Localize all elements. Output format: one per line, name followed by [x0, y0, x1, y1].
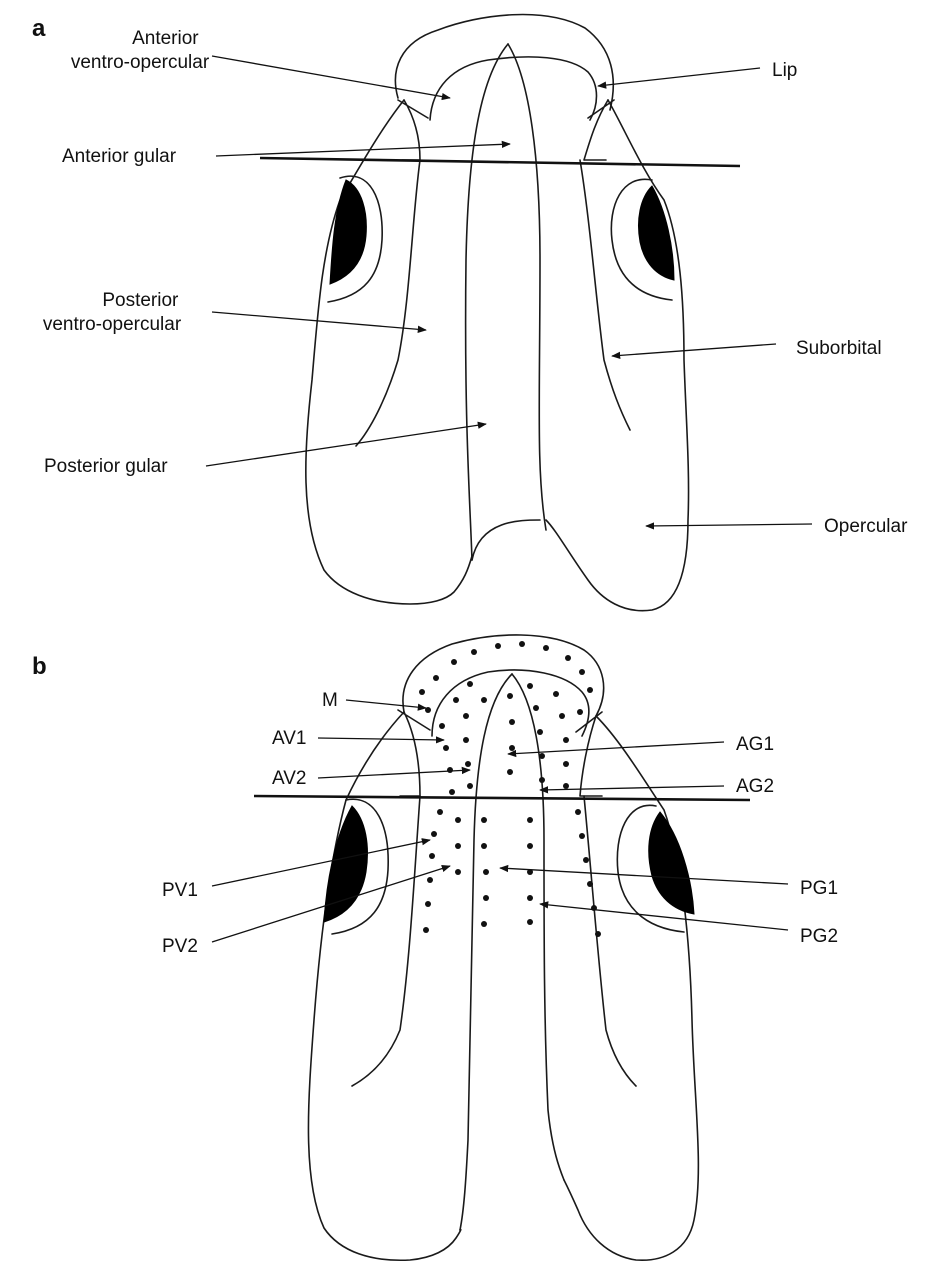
label-posterior-gular: Posterior gular — [44, 456, 168, 477]
inner-arch-outline — [430, 57, 597, 120]
gular-left-margin — [466, 44, 508, 560]
right-eye — [639, 186, 675, 280]
right-eye-b — [649, 812, 694, 914]
label-pv2: PV2 — [162, 936, 198, 957]
label-pg2: PG2 — [800, 926, 838, 947]
gular-right-margin — [508, 44, 546, 530]
head-left-outline-b — [308, 712, 460, 1260]
panel-a-letter: a — [32, 15, 46, 42]
leader-pg1 — [500, 868, 788, 884]
right-lateral-seam-b — [584, 796, 636, 1086]
lip-outline — [395, 15, 613, 110]
right-lip-bone-b — [576, 712, 602, 796]
label-pg1: PG1 — [800, 878, 838, 899]
leader-posterior-gular — [206, 424, 486, 466]
label-ag2: AG2 — [736, 776, 774, 797]
pores-pv — [423, 817, 461, 933]
gular-right-margin-b — [512, 674, 564, 1180]
label-m: M — [322, 690, 338, 711]
leader-lip — [598, 68, 760, 86]
left-lip-bone — [398, 100, 428, 160]
pores-m — [419, 641, 593, 715]
label-anterior-ventro-opercular: Anterior ventro-opercular — [71, 28, 210, 73]
leader-ag1 — [508, 742, 724, 754]
leader-m — [346, 700, 426, 708]
panel-a: a Anterior ventro-opercular — [32, 15, 908, 611]
label-ag1: AG1 — [736, 734, 774, 755]
label-pv1: PV1 — [162, 880, 198, 901]
leader-pv1 — [212, 840, 430, 886]
right-lateral-seam — [580, 160, 630, 430]
leader-anterior-ventro-opercular — [212, 56, 450, 98]
left-lateral-seam — [356, 160, 420, 446]
leader-pg2 — [540, 904, 788, 930]
panel-b: b — [32, 635, 838, 1260]
section-line-a — [260, 158, 740, 166]
leader-anterior-gular — [216, 144, 510, 156]
label-posterior-ventro-opercular: Posterior ventro-opercular — [43, 290, 184, 335]
inner-arch-outline-b — [432, 670, 589, 736]
label-av2: AV2 — [272, 768, 307, 789]
panel-b-letter: b — [32, 653, 47, 680]
left-lip-bone-b — [398, 710, 430, 796]
leader-opercular — [646, 524, 812, 526]
label-lip: Lip — [772, 60, 797, 81]
leader-suborbital — [612, 344, 776, 356]
gular-lower-flare — [472, 520, 540, 560]
gular-left-margin-b — [460, 674, 512, 1230]
pores-ag — [507, 683, 569, 789]
label-suborbital: Suborbital — [796, 338, 882, 359]
head-left-outline — [306, 100, 472, 604]
leader-av2 — [318, 770, 470, 778]
label-anterior-gular: Anterior gular — [62, 146, 177, 167]
label-av1: AV1 — [272, 728, 307, 749]
label-opercular: Opercular — [824, 516, 908, 537]
leader-posterior-ventro-opercular — [212, 312, 426, 330]
lip-outline-b — [403, 635, 604, 716]
left-eye — [330, 180, 366, 284]
section-line-b — [254, 796, 750, 800]
